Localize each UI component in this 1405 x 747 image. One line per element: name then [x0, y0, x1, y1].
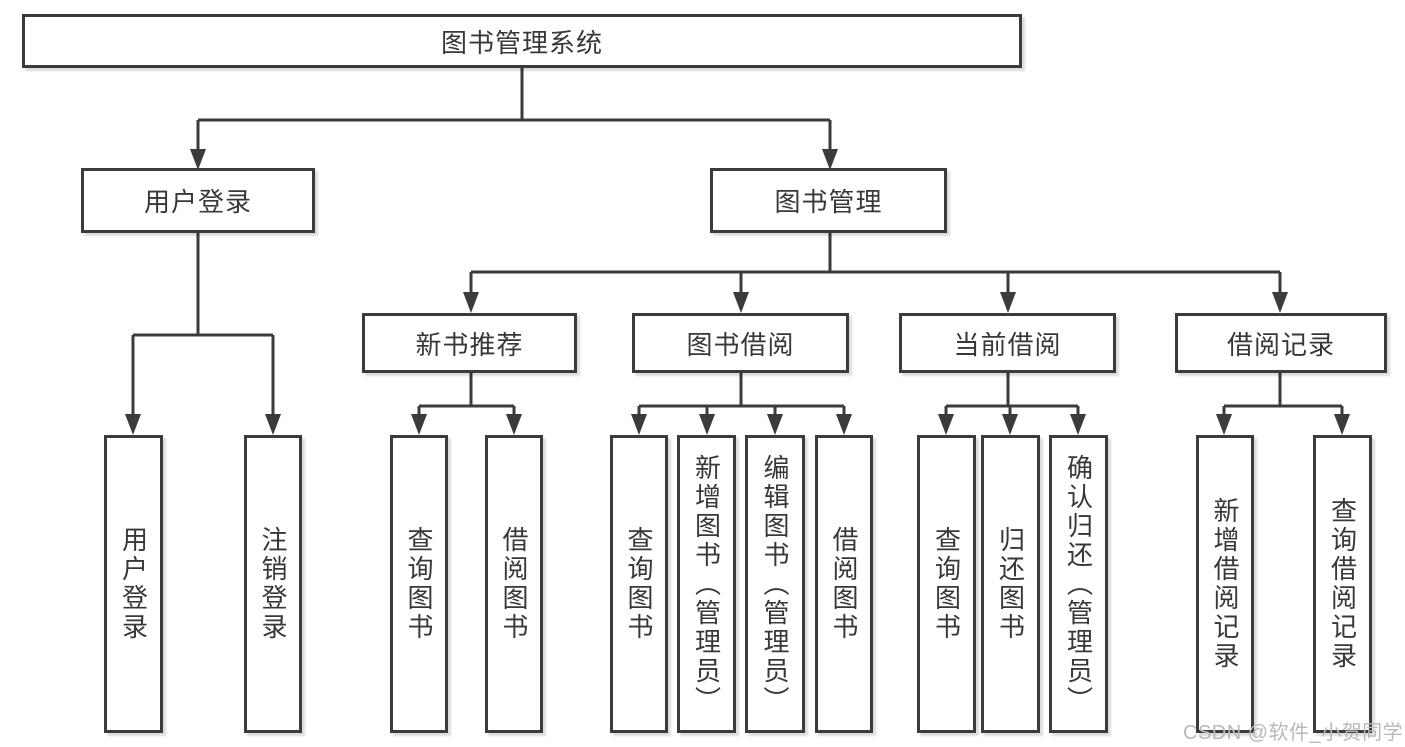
arrowhead: [411, 414, 427, 435]
arrowhead: [1334, 414, 1350, 435]
node-label: 图书借阅: [686, 329, 795, 360]
leaf-add-borrow-record: 新增借阅记录: [1196, 435, 1254, 733]
arrowhead: [1070, 414, 1086, 435]
node-book-management-branch: 图书管理: [710, 168, 947, 233]
arrowhead: [463, 292, 479, 313]
arrowhead: [506, 414, 522, 435]
leaf-edit-books-admin: 编辑图书（管理员）: [745, 435, 805, 733]
arrowhead: [767, 414, 783, 435]
node-label: 用户登录: [118, 526, 149, 642]
node-label: 借阅图书: [829, 526, 859, 642]
arrowheads: [125, 149, 1350, 435]
leaf-logout: 注销登录: [244, 435, 302, 733]
arrowhead: [190, 149, 206, 170]
node-label: 查询图书: [404, 526, 434, 642]
node-label: 图书管理: [774, 187, 883, 217]
node-borrowing-records: 借阅记录: [1175, 313, 1387, 373]
node-label: 借阅图书: [499, 526, 529, 642]
node-label: 查询借阅记录: [1327, 497, 1358, 671]
node-label: 用户登录: [143, 187, 252, 217]
arrowhead: [1272, 292, 1288, 313]
node-label: 注销登录: [258, 526, 288, 642]
arrowhead: [733, 292, 749, 313]
node-current-borrowing: 当前借阅: [899, 313, 1116, 373]
node-label: 归还图书: [995, 526, 1026, 642]
node-label: 编辑图书（管理员）: [760, 453, 790, 715]
node-label: 查询图书: [624, 526, 654, 642]
leaf-return-books: 归还图书: [981, 435, 1040, 733]
arrowhead: [1000, 292, 1016, 313]
node-label: 新书推荐: [415, 329, 524, 360]
arrowhead: [1216, 414, 1232, 435]
arrowhead: [699, 414, 715, 435]
node-label: 新增借阅记录: [1210, 497, 1240, 671]
node-label: 图书管理系统: [440, 27, 603, 58]
arrowhead: [125, 414, 141, 435]
arrowhead: [265, 414, 281, 435]
arrowhead: [1002, 414, 1018, 435]
arrowhead: [822, 149, 838, 170]
arrowhead: [631, 414, 647, 435]
leaf-borrow-books-1: 借阅图书: [485, 435, 543, 733]
node-book-borrowing: 图书借阅: [632, 313, 849, 373]
leaf-confirm-return-admin: 确认归还（管理员）: [1049, 435, 1108, 733]
tree-edges: [131, 68, 1344, 417]
node-new-book-recommendation: 新书推荐: [362, 313, 577, 373]
arrowhead: [938, 414, 954, 435]
node-label: 新增图书（管理员）: [691, 453, 722, 715]
leaf-query-books-1: 查询图书: [390, 435, 448, 733]
node-label: 当前借阅: [953, 329, 1062, 360]
node-label: 查询图书: [931, 526, 962, 642]
leaf-borrow-books-2: 借阅图书: [815, 435, 873, 733]
leaf-query-borrow-record: 查询借阅记录: [1313, 435, 1372, 733]
leaf-query-books-3: 查询图书: [917, 435, 976, 733]
node-user-login-branch: 用户登录: [81, 168, 315, 233]
leaf-user-login: 用户登录: [104, 435, 163, 733]
leaf-add-books-admin: 新增图书（管理员）: [677, 435, 736, 733]
node-label: 借阅记录: [1226, 329, 1335, 360]
node-label: 确认归还（管理员）: [1063, 453, 1094, 715]
node-library-management-system: 图书管理系统: [22, 14, 1022, 68]
csdn-watermark: CSDN @软件_小贺同学: [1183, 722, 1404, 744]
leaf-query-books-2: 查询图书: [610, 435, 668, 733]
arrowhead: [836, 414, 852, 435]
